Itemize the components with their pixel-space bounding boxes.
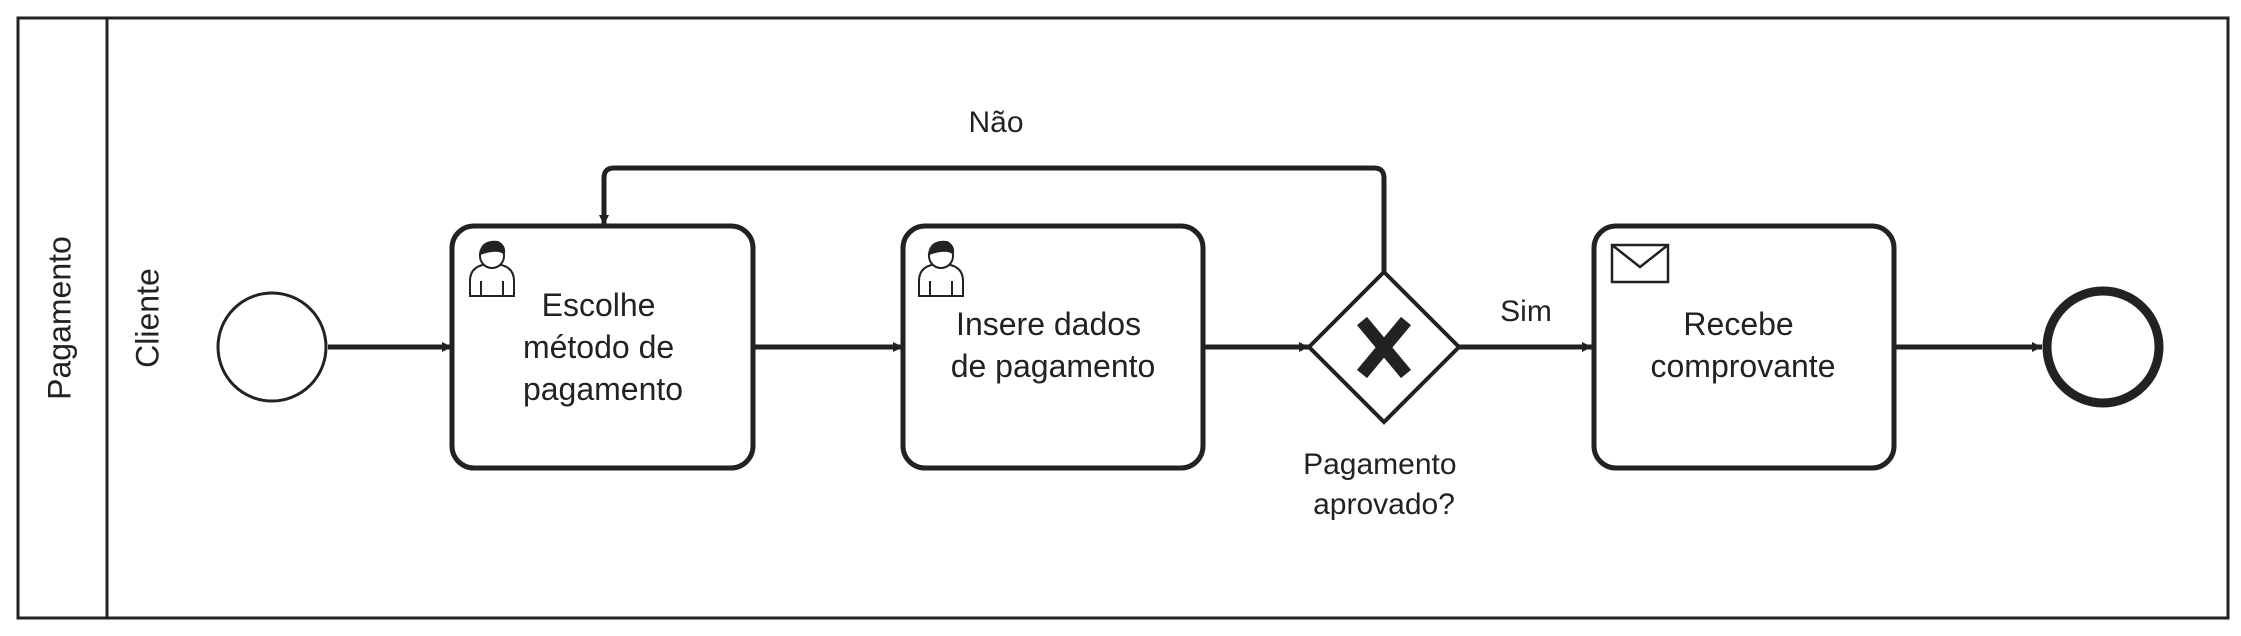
pool-label: Pagamento — [41, 236, 77, 400]
task-insert-data[interactable]: Insere dados de pagamento — [900, 223, 1206, 471]
lane-label: Cliente — [129, 268, 165, 368]
sequence-flows — [328, 165, 2042, 352]
task-label-line: método de — [523, 329, 674, 365]
task-label-line: Recebe — [1683, 306, 1793, 342]
gateway-label-line: aprovado? — [1313, 488, 1455, 521]
lane: Cliente — [129, 268, 165, 368]
task-choose-method[interactable]: Escolhe método de pagamento — [449, 223, 756, 471]
task-label-line: comprovante — [1651, 348, 1836, 384]
flow-label-no: Não — [968, 106, 1023, 139]
task-label: Escolhe método de pagamento — [523, 287, 683, 407]
task-box[interactable] — [900, 223, 1206, 471]
task-box[interactable] — [1591, 223, 1897, 471]
task-label-line: Insere dados — [956, 306, 1141, 342]
task-label-line: Escolhe — [542, 287, 656, 323]
task-label: Insere dados de pagamento — [951, 306, 1156, 384]
task-label: Recebe comprovante — [1651, 306, 1836, 384]
task-label-line: pagamento — [523, 371, 683, 407]
x-icon — [1356, 316, 1412, 379]
task-box[interactable] — [449, 223, 756, 471]
envelope-icon — [1610, 243, 1670, 284]
exclusive-gateway[interactable] — [1306, 269, 1462, 425]
start-event[interactable] — [216, 291, 328, 403]
task-label-line: de pagamento — [951, 348, 1156, 384]
gateway-label: Pagamento aprovado? — [1303, 448, 1465, 521]
user-icon — [469, 240, 515, 297]
user-icon — [918, 240, 964, 297]
flow-label-yes: Sim — [1500, 295, 1552, 328]
end-event[interactable] — [2042, 286, 2164, 408]
gateway-label-line: Pagamento — [1303, 448, 1456, 481]
flow-gateway-no[interactable] — [599, 165, 1387, 272]
task-receive-receipt[interactable]: Recebe comprovante — [1591, 223, 1897, 471]
